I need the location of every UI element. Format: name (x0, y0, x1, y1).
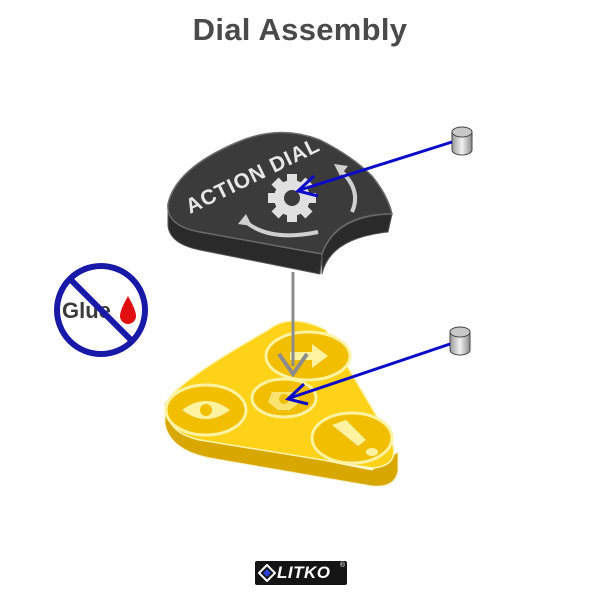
base-plate (164, 320, 399, 487)
action-dial: ACTION DIAL (167, 131, 393, 275)
litko-mark-icon (258, 564, 276, 582)
base-center-socket (250, 377, 318, 419)
exclamation-icon (310, 411, 394, 465)
assembly-arrow (277, 272, 309, 378)
logo-text: LITKO (277, 563, 331, 582)
eye-icon (164, 383, 248, 437)
rotate-arrows-icon (238, 164, 357, 238)
logo-registered-mark: ® (339, 562, 345, 569)
magnet-icon (449, 326, 471, 356)
litko-logo: LITKO ® (255, 561, 347, 585)
magnet-icon (451, 126, 473, 156)
magnet-pointer-top (294, 140, 453, 198)
page-title: Dial Assembly (192, 12, 408, 47)
no-glue-sign: Glue (54, 263, 148, 357)
glue-drop-icon (120, 296, 136, 324)
magnet-pointer-bottom (284, 342, 451, 406)
